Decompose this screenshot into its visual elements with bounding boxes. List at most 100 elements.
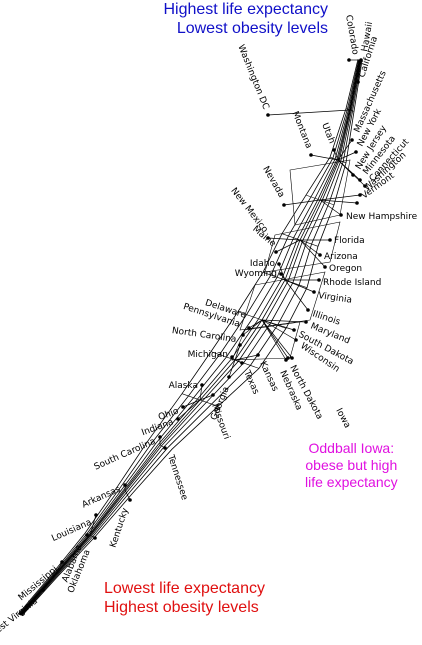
state-dot-utah — [332, 148, 336, 152]
leader-line-wisconsin — [261, 319, 297, 341]
state-dot-colorado — [347, 58, 351, 62]
leader-line-north-dakota — [261, 319, 289, 359]
state-dot-oklahoma — [93, 536, 97, 540]
state-label-idaho: Idaho — [250, 259, 276, 269]
top-title-line1: Highest life expectancy — [163, 1, 328, 18]
leader-line-georgia — [228, 359, 236, 378]
bottom-title-line1: Lowest life expectancy — [104, 580, 265, 597]
state-dot-mississippi — [60, 560, 64, 564]
state-dot-new-mexico — [266, 236, 270, 240]
bottom-title-line2: Highest obesity levels — [104, 599, 259, 616]
state-dot-idaho — [277, 262, 281, 266]
state-dot-vermont — [355, 201, 359, 205]
leader-line-massachusetts — [337, 139, 353, 161]
state-dot-alaska — [200, 383, 204, 387]
leader-line-oregon — [299, 239, 326, 268]
leader-line-iowa — [261, 319, 293, 359]
state-dot-iowa — [290, 356, 294, 360]
state-label-virginia: Virginia — [318, 291, 353, 306]
leader-line-nevada — [283, 199, 321, 206]
state-dot-louisiana — [94, 513, 98, 517]
state-dot-alabama — [85, 533, 89, 537]
state-dot-montana — [309, 153, 313, 157]
state-label-new-hampshire: New Hampshire — [346, 212, 418, 222]
state-label-montana: Montana — [290, 110, 314, 150]
state-label-utah: Utah — [319, 122, 336, 146]
leader-line-maryland — [261, 319, 307, 323]
leader-line-new-york — [337, 151, 357, 161]
leader-line-nebraska — [261, 319, 287, 361]
top-title: Highest life expectancy Lowest obesity l… — [163, 0, 328, 38]
leader-line-mississippi — [54, 561, 63, 576]
state-label-missouri: Missouri — [209, 403, 231, 441]
state-dot-connecticut — [363, 184, 367, 188]
state-dot-texas — [240, 361, 244, 365]
state-dot-washington-dc — [266, 113, 270, 117]
leader-line-montana — [310, 154, 339, 161]
iowa-note-line2: obese but high — [305, 457, 398, 473]
state-dot-pennsylvania — [241, 333, 245, 337]
state-dot-ohio — [181, 405, 185, 409]
state-dot-new-york — [354, 150, 358, 154]
state-label-tennessee: Tennessee — [165, 453, 189, 502]
state-dot-nebraska — [284, 358, 288, 362]
state-dot-florida — [328, 238, 332, 242]
state-dot-wisconsin — [294, 338, 298, 342]
connector-line — [18, 59, 360, 616]
state-dot-west-virginia — [41, 588, 45, 592]
leader-line-kentucky — [124, 489, 131, 501]
iowa-note: Oddball Iowa: obese but high life expect… — [305, 440, 398, 491]
connector-line — [17, 59, 359, 615]
connector-line — [21, 60, 363, 616]
leader-line-south-dakota — [261, 319, 295, 331]
connector-line — [20, 60, 362, 616]
leader-line-indiana — [177, 399, 201, 420]
state-label-kansas: Kansas — [257, 360, 280, 393]
leader-line-illinois — [284, 279, 309, 311]
leader-line-new-mexico — [267, 237, 301, 241]
state-dot-tennessee — [163, 446, 167, 450]
leader-line-maine — [275, 239, 301, 253]
state-dot-minnesota — [358, 178, 362, 182]
state-dot-maryland — [304, 320, 308, 324]
state-dot-oregon — [323, 265, 327, 269]
state-label-iowa: Iowa — [333, 407, 352, 430]
state-label-west-virginia: West Virginia — [0, 596, 40, 640]
state-dot-massachusetts — [350, 138, 354, 142]
state-label-michigan: Michigan — [188, 350, 228, 360]
state-label-alaska: Alaska — [169, 381, 198, 391]
connector-line — [20, 60, 362, 616]
connector-lines — [17, 59, 366, 616]
mesh-frame — [231, 321, 301, 361]
state-dot-new-hampshire — [339, 213, 343, 217]
state-dot-south-dakota — [292, 328, 296, 332]
leader-line-california — [357, 59, 361, 83]
state-dot-nevada — [282, 203, 286, 207]
state-dot-kentucky — [128, 498, 132, 502]
leader-line-north-carolina — [234, 344, 241, 361]
leader-line-pennsylvania — [242, 319, 263, 336]
mesh-frame — [239, 271, 326, 331]
state-dot-new-jersey — [351, 173, 355, 177]
state-dot-north-carolina — [238, 343, 242, 347]
leader-line-missouri — [199, 394, 214, 401]
state-dot-michigan — [230, 355, 234, 359]
state-dot-hawaii — [359, 58, 363, 62]
leader-line-new-hampshire — [319, 199, 342, 216]
mesh-frame — [264, 221, 341, 273]
state-dot-kansas — [256, 353, 260, 357]
leader-line-west-virginia — [42, 574, 56, 591]
state-label-new-mexico: New Mexico — [228, 186, 269, 235]
connector-line — [19, 60, 361, 616]
state-dot-missouri — [211, 393, 215, 397]
state-dot-washington — [358, 193, 362, 197]
leader-line-kansas — [234, 354, 259, 361]
state-dot-indiana — [176, 417, 180, 421]
state-label-wyoming: Wyoming — [235, 269, 277, 279]
leader-line-ohio — [182, 399, 201, 408]
state-label-oregon: Oregon — [329, 264, 362, 274]
state-label-rhode-island: Rhode Island — [323, 278, 381, 288]
